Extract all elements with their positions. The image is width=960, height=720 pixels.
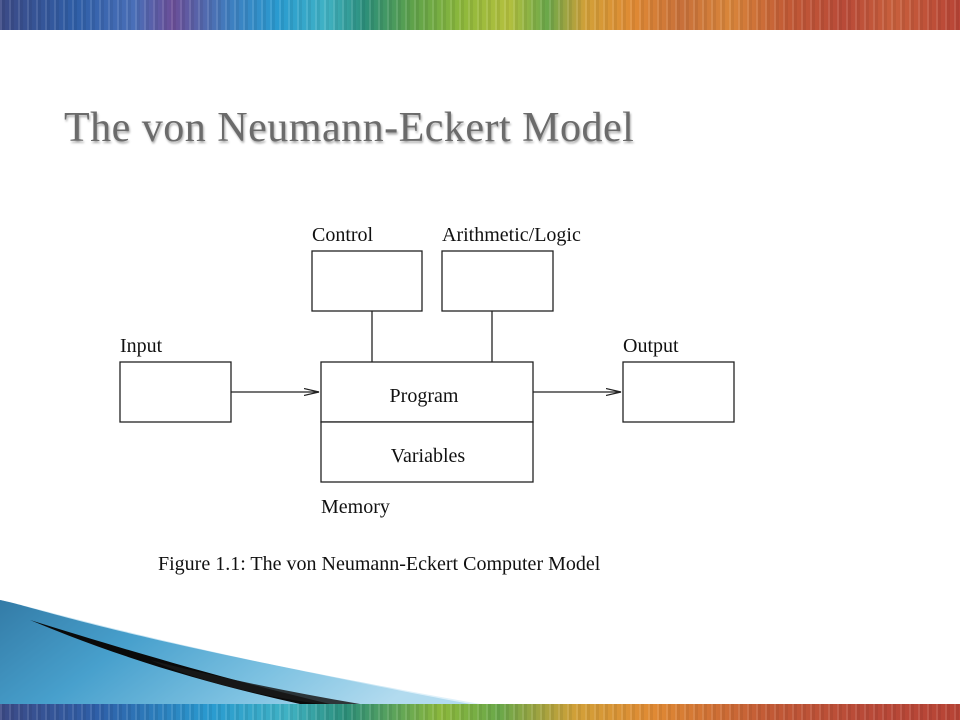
variables-box xyxy=(320,421,534,483)
figure-caption: Figure 1.1: The von Neumann-Eckert Compu… xyxy=(158,553,601,575)
decorative-top-band xyxy=(0,0,960,30)
input-label: Input xyxy=(120,335,163,357)
memory-label: Memory xyxy=(321,496,390,518)
program-box xyxy=(320,361,534,423)
alu-box xyxy=(441,250,554,312)
output-label: Output xyxy=(623,335,679,357)
variables-label: Variables xyxy=(391,445,466,467)
alu-label: Arithmetic/Logic xyxy=(442,224,581,246)
control-label: Control xyxy=(312,224,374,246)
output-box xyxy=(622,361,735,423)
input-box xyxy=(119,361,232,423)
control-box xyxy=(311,250,423,312)
von-neumann-diagram: Control Arithmetic/Logic Input Program V… xyxy=(119,224,735,575)
decorative-bottom-band xyxy=(0,704,960,720)
slide-title: The von Neumann-Eckert Model xyxy=(64,105,635,151)
decorative-swoosh xyxy=(0,600,480,710)
program-label: Program xyxy=(390,385,459,407)
